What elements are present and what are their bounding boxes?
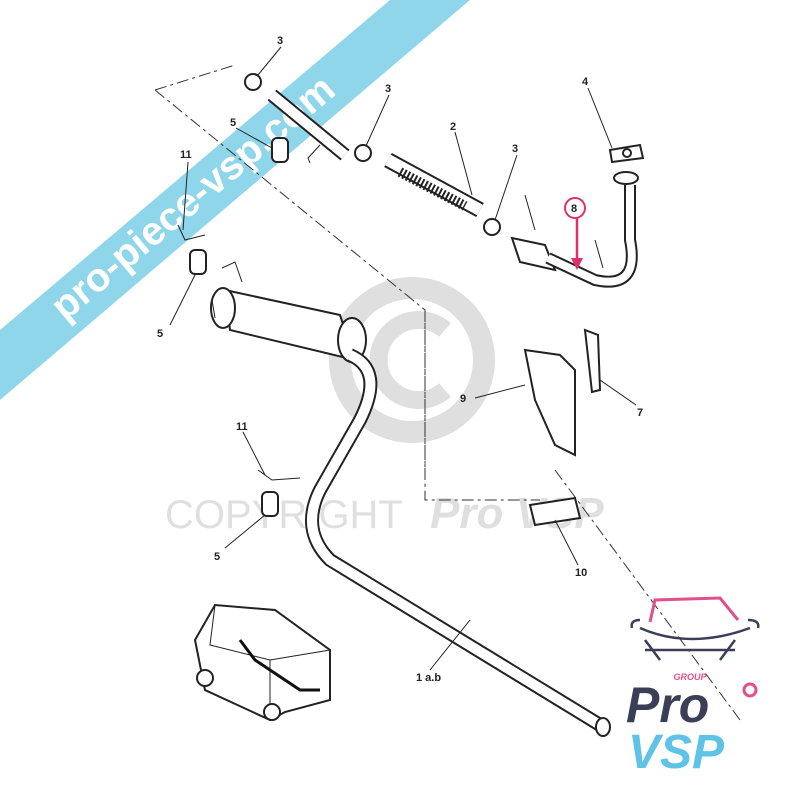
website-watermark-banner: pro-piece-vsp.com xyxy=(0,0,470,400)
part-label: 9 xyxy=(460,393,466,405)
part-label: 8 xyxy=(571,203,577,215)
part-label: 5 xyxy=(157,328,163,340)
arrow-head-icon xyxy=(571,258,583,270)
assembly-dash-line xyxy=(154,64,741,721)
website-watermark-text: pro-piece-vsp.com xyxy=(43,67,344,329)
hex-nut-icon xyxy=(742,682,758,698)
part-label: 4 xyxy=(582,76,589,88)
part-label: 10 xyxy=(575,567,587,579)
front-pipe xyxy=(267,89,350,164)
flexible-pipe xyxy=(384,152,484,218)
leader-lines xyxy=(169,46,637,671)
hanger xyxy=(177,224,301,481)
part-label: 3 xyxy=(277,35,283,47)
catalytic-converter xyxy=(510,171,639,288)
logo-pro-text: Pro xyxy=(626,677,709,733)
part-label: 11 xyxy=(236,421,248,433)
main-pipe xyxy=(305,348,611,737)
clamp xyxy=(244,73,501,236)
part-label: 5 xyxy=(214,551,220,563)
car-location-thumbnail xyxy=(193,603,331,722)
part-label: 11 xyxy=(180,149,192,161)
heat-shield xyxy=(523,348,576,457)
copyright-watermark: COPYRIGHT Pro VSP xyxy=(165,277,604,538)
rear-muffler xyxy=(210,261,367,363)
rubber-mount xyxy=(189,137,289,517)
part-label: 2 xyxy=(450,121,456,133)
part-label: 1 a.b xyxy=(416,672,441,684)
bracket xyxy=(583,328,602,394)
logo-vsp-text: VSP xyxy=(628,726,725,779)
logo-group-text: GROUP xyxy=(673,672,707,682)
part-label: 3 xyxy=(512,143,518,155)
part-label: 5 xyxy=(230,117,236,129)
small-shield xyxy=(528,496,582,527)
part-label: 7 xyxy=(637,407,643,419)
part-label: 3 xyxy=(385,83,391,95)
copyright-text: COPYRIGHT xyxy=(165,493,403,537)
gasket xyxy=(608,143,645,164)
pro-vsp-logo: GROUP Pro VSP xyxy=(626,596,760,779)
catalyst-highlight-circle xyxy=(564,197,586,219)
